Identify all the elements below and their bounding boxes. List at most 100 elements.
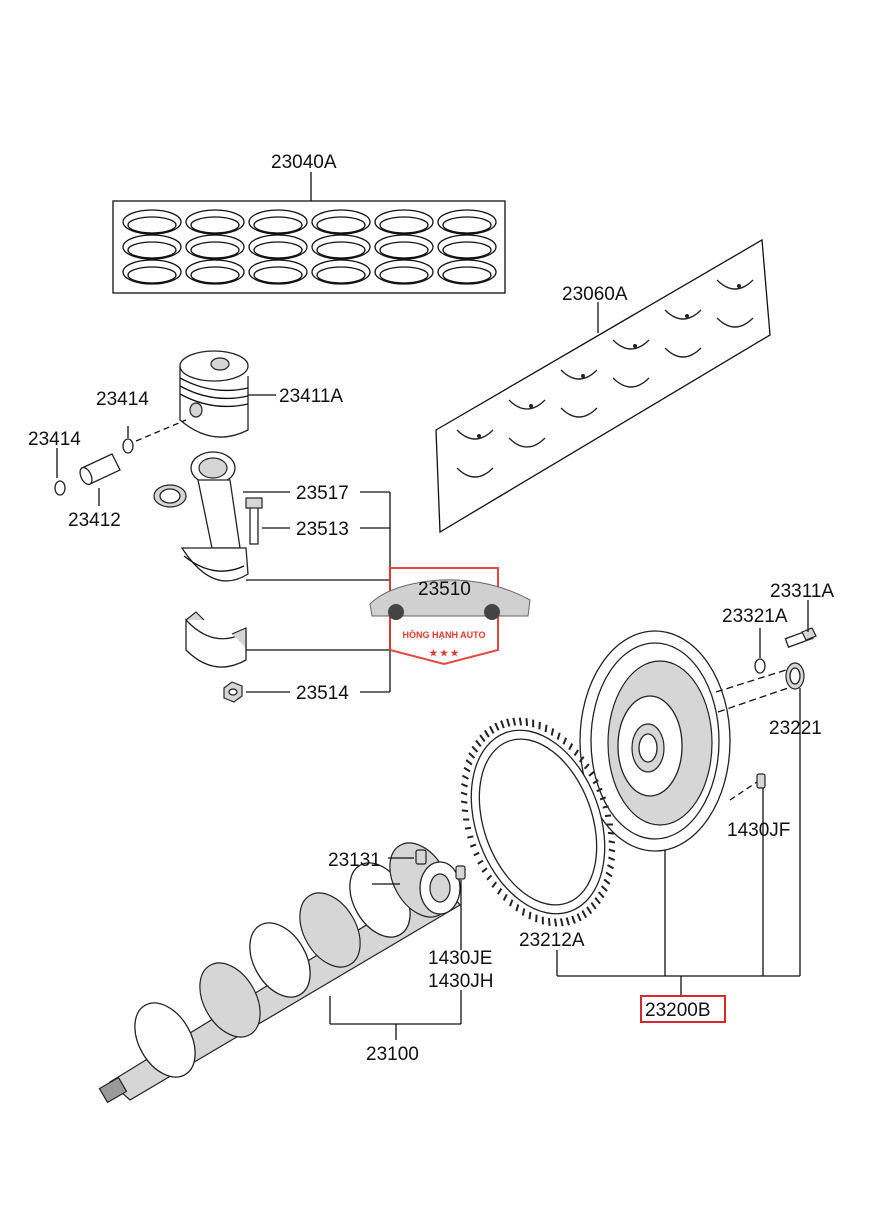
bearing-oil-hole xyxy=(529,404,533,408)
label-rod-bolt: 23513 xyxy=(296,519,349,540)
gear-tooth xyxy=(464,826,472,830)
gear-tooth xyxy=(578,756,585,763)
gear-tooth xyxy=(518,717,523,726)
piston-ring xyxy=(311,209,371,235)
piston-ring xyxy=(374,259,434,285)
lower-leader-lines xyxy=(329,688,801,1040)
piston-ring xyxy=(437,234,497,260)
gear-tooth xyxy=(576,913,582,922)
piston-ring-inner xyxy=(379,266,429,284)
gear-tooth xyxy=(583,763,590,770)
label-pin-h: 1430JH xyxy=(428,971,494,992)
gear-tooth xyxy=(525,718,529,727)
gear-tooth xyxy=(607,831,615,835)
gear-tooth xyxy=(590,902,597,910)
piston-ring-inner xyxy=(316,266,366,284)
piston-ring xyxy=(185,259,245,285)
piston-ring-inner xyxy=(190,241,240,259)
label-spacer: 23221 xyxy=(769,718,822,739)
gear-tooth xyxy=(460,783,468,788)
piston-ring xyxy=(311,259,371,285)
gear-tooth xyxy=(544,724,548,733)
bearing-shell-upper xyxy=(716,279,754,290)
crank-web xyxy=(199,962,261,1038)
label-piston-pin: 23412 xyxy=(68,510,121,531)
piston-ring-set xyxy=(112,172,506,294)
crank-web xyxy=(299,892,361,968)
bearing-shell-lower xyxy=(716,317,754,328)
piston-pin-group xyxy=(54,419,187,506)
gear-tooth xyxy=(594,896,601,905)
gear-tooth xyxy=(521,908,526,916)
crank-web xyxy=(249,922,311,998)
main-bearing-set xyxy=(435,238,771,534)
gear-tooth xyxy=(470,843,477,848)
label-snap-ring-a: 23414 xyxy=(96,389,149,410)
gear-tooth xyxy=(586,906,593,915)
gear-tooth xyxy=(571,915,576,924)
gear-tooth xyxy=(608,856,616,861)
label-flywheel-assembly: 23200B xyxy=(645,1000,711,1021)
gear-tooth xyxy=(506,718,511,727)
gear-tooth xyxy=(562,737,568,745)
gear-tooth xyxy=(463,766,471,773)
gear-tooth xyxy=(608,848,616,853)
connecting-rod xyxy=(153,451,263,703)
piston-ring-inner xyxy=(442,241,492,259)
bearing-shell-upper xyxy=(560,369,598,380)
piston-ring-inner xyxy=(442,216,492,234)
part-labels: 23040A 23060A 23411A 23414 23414 23412 2… xyxy=(28,152,834,1065)
gear-tooth xyxy=(596,787,603,793)
label-key: 23131 xyxy=(328,850,381,871)
piston-ring xyxy=(248,259,308,285)
bearing-shell-lower xyxy=(508,437,546,448)
gear-tooth xyxy=(483,729,490,738)
piston-ring xyxy=(248,234,308,260)
gear-tooth xyxy=(547,917,551,926)
gear-tooth xyxy=(488,725,495,734)
bearing-shell-upper xyxy=(664,309,702,320)
gear-tooth xyxy=(486,874,493,881)
bearing-oil-hole xyxy=(581,374,585,378)
gear-tooth xyxy=(550,728,555,736)
gear-tooth xyxy=(600,885,608,892)
piston-ring xyxy=(248,209,308,235)
bearing-shell-upper xyxy=(456,429,494,440)
bearing-shell-lower xyxy=(560,407,598,418)
gear-tooth xyxy=(599,796,606,801)
gear-tooth xyxy=(553,918,558,927)
piston-ring-inner xyxy=(379,241,429,259)
gear-tooth xyxy=(559,918,564,927)
label-crankshaft: 23100 xyxy=(366,1044,419,1065)
gear-tooth xyxy=(502,893,508,901)
ring-gear xyxy=(460,717,616,927)
bearing-oil-hole xyxy=(737,284,741,288)
gear-tooth xyxy=(515,904,520,912)
watermark-text: HỒNG HẠNH AUTO xyxy=(403,629,486,640)
gear-tooth xyxy=(608,840,616,844)
watermark-stars: ★ ★ ★ xyxy=(429,648,459,658)
gear-tooth xyxy=(568,743,574,751)
gear-tooth xyxy=(475,739,482,748)
piston-ring xyxy=(122,209,182,235)
label-connecting-rod: 23510 xyxy=(418,579,471,600)
gear-tooth xyxy=(461,774,469,780)
piston-ring-inner xyxy=(127,241,177,259)
gear-tooth xyxy=(607,864,615,870)
gear-tooth xyxy=(604,814,612,818)
bearing-shell-lower xyxy=(664,347,702,358)
piston-ring xyxy=(122,259,182,285)
bearing-shell-lower xyxy=(612,377,650,388)
piston-ring xyxy=(122,234,182,260)
gear-tooth xyxy=(473,851,480,857)
gear-tooth xyxy=(528,911,532,920)
flywheel xyxy=(579,630,731,852)
gear-tooth xyxy=(461,809,469,813)
gear-tooth xyxy=(481,867,488,873)
gear-tooth xyxy=(508,899,514,907)
piston-ring-inner xyxy=(316,241,366,259)
watermark-logo: HỒNG HẠNH AUTO ★ ★ ★ xyxy=(369,567,531,666)
gear-tooth xyxy=(512,717,517,726)
gear-tooth xyxy=(477,859,484,865)
label-washer: 23321A xyxy=(722,606,788,627)
